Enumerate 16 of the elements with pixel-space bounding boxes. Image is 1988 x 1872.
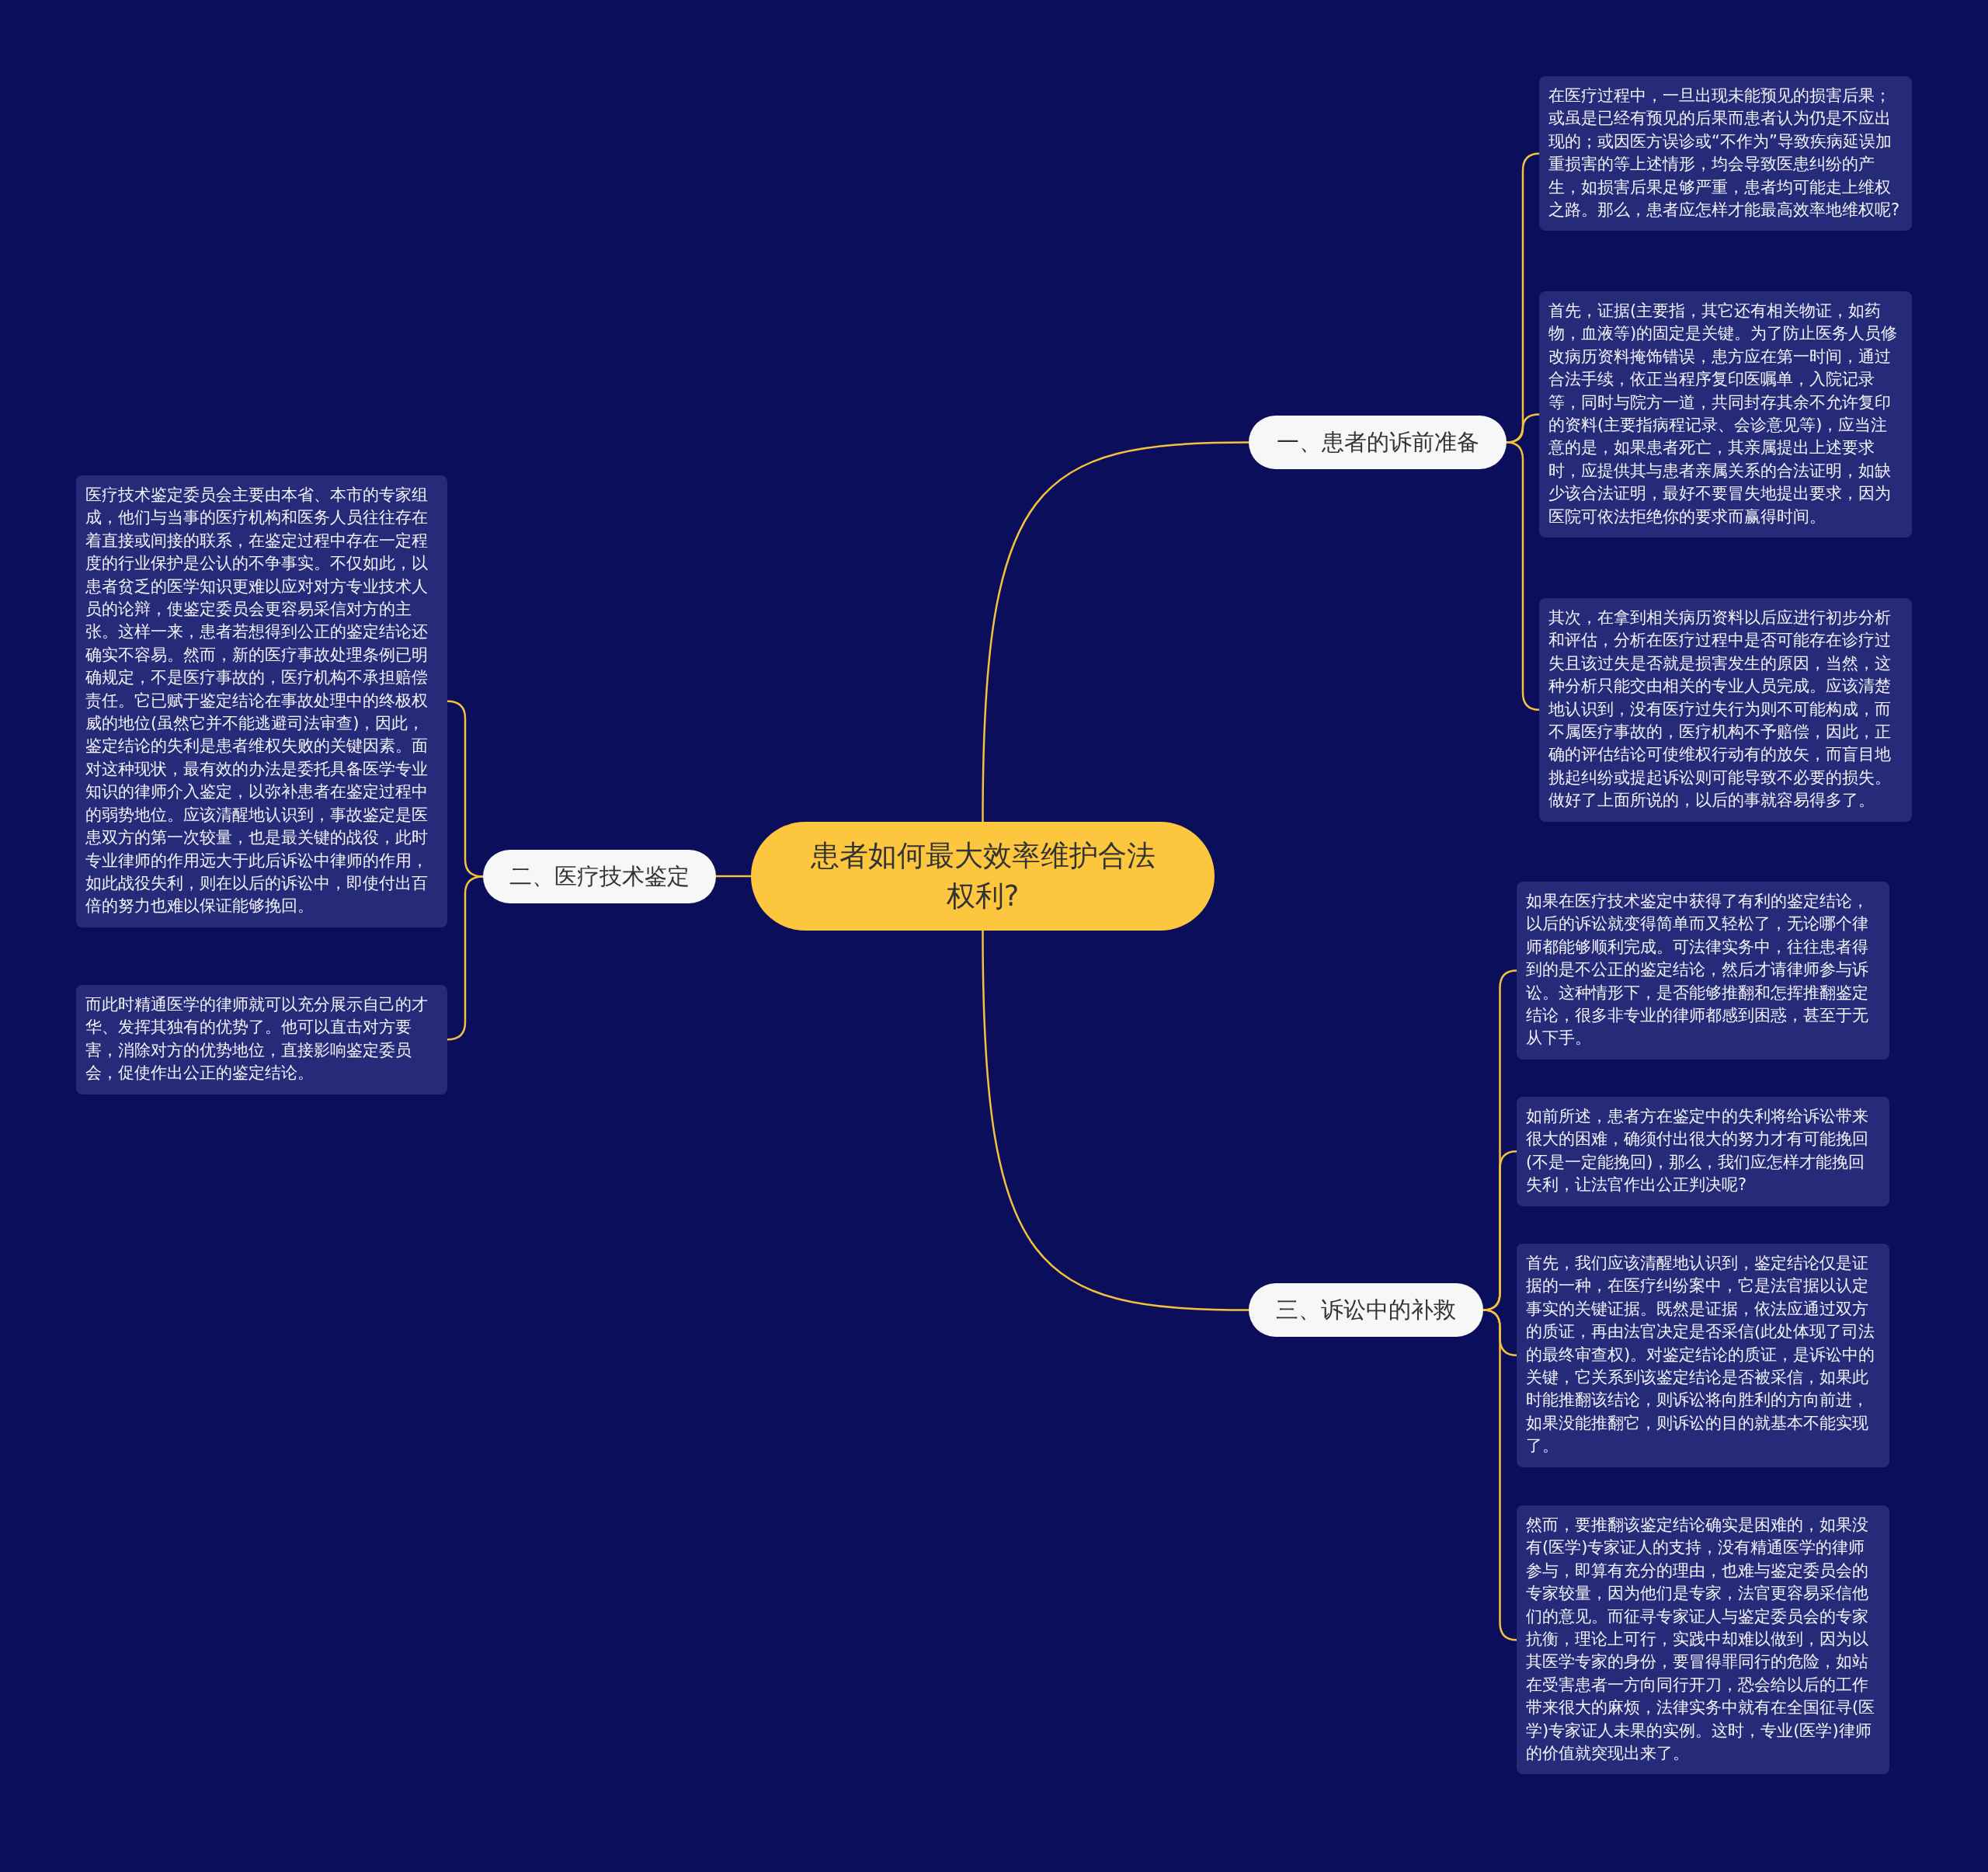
text-card: 在医疗过程中，一旦出现未能预见的损害后果；或虽是已经有预见的后果而患者认为仍是不应出现的；或因医方误诊或“不作为”导致疾病延误加重损害的等上述情形，均会导致医患纠纷的产生，如损害后果足够严重，患者均可能走上维权之路。那么，患者应怎样才能最高效率地维权呢? — [1539, 76, 1912, 231]
branch-pill: 二、医疗技术鉴定 — [483, 850, 716, 903]
text-card: 医疗技术鉴定委员会主要由本省、本市的专家组成，他们与当事的医疗机构和医务人员往往存在着直接或间接的联系，在鉴定过程中存在一定程度的行业保护是公认的不争事实。不仅如此，以患者贫乏的医学知识更难以应对对方专业技术人员的论辩，使鉴定委员会更容易采信对方的主张。这样一来，患者若想得到公正的鉴定结论还确实不容易。然而，新的医疗事故处理条例已明确规定，不是医疗事故的，医疗机构不承担赔偿责任。它已赋于鉴定结论在事故处理中的终极权威的地位(虽然它并不能逃避司法审查)，因此，鉴定结论的失利是患者维权失败的关键因素。面对这种现状，最有效的办法是委托具备医学专业知识的律师介入鉴定，以弥补患者在鉴定过程中的弱势地位。应该清醒地认识到，事故鉴定是医患双方的第一次较量，也是最关键的战役，此时专业律师的作用远大于此后诉讼中律师的作用，如此战役失利，则在以后的诉讼中，即使付出百倍的努力也难以保证能够挽回。 — [76, 475, 447, 927]
text-card: 然而，要推翻该鉴定结论确实是困难的，如果没有(医学)专家证人的支持，没有精通医学的律师参与，即算有充分的理由，也难与鉴定委员会的专家较量，因为他们是专家，法官更容易采信他们的意见。而征寻专家证人与鉴定委员会的专家抗衡，理论上可行，实践中却难以做到，因为以其医学专家的身份，要冒得罪同行的危险，如站在受害患者一方向同行开刀，恐会给以后的工作带来很大的麻烦，法律实务中就有在全国征寻(医学)专家证人未果的实例。这时，专业(医学)律师的价值就突现出来了。 — [1517, 1505, 1889, 1775]
text-card: 首先，我们应该清醒地认识到，鉴定结论仅是证据的一种，在医疗纠纷案中，它是法官据以认定事实的关键证据。既然是证据，依法应通过双方的质证，再由法官决定是否采信(此处体现了司法的最终审查权)。对鉴定结论的质证，是诉讼中的关键，它关系到该鉴定结论是否被采信，如果此时能推翻该结论，则诉讼将向胜利的方向前进，如果没能推翻它，则诉讼的目的就基本不能实现了。 — [1517, 1244, 1889, 1467]
connector — [982, 931, 1249, 1311]
text-card: 如果在医疗技术鉴定中获得了有利的鉴定结论，以后的诉讼就变得简单而又轻松了，无论哪个律师都能够顺利完成。可法律实务中，往往患者得到的是不公正的鉴定结论，然后才请律师参与诉讼。这种情形下，是否能够推翻和怎挥推翻鉴定结论，很多非专业的律师都感到困惑，甚至于无从下手。 — [1517, 882, 1889, 1060]
text-card: 如前所述，患者方在鉴定中的失利将给诉讼带来很大的困难，确须付出很大的努力才有可能挽回(不是一定能挽回)，那么，我们应怎样才能挽回失利，让法官作出公正判决呢? — [1517, 1097, 1889, 1206]
text-card: 而此时精通医学的律师就可以充分展示自己的才华、发挥其独有的优势了。他可以直击对方要害，消除对方的优势地位，直接影响鉴定委员会，促使作出公正的鉴定结论。 — [76, 985, 447, 1094]
text-card: 其次，在拿到相关病历资料以后应进行初步分析和评估，分析在医疗过程中是否可能存在诊疗过失且该过失是否就是损害发生的原因，当然，这种分析只能交由相关的专业人员完成。应该清楚地认识到，没有医疗过失行为则不可能构成，而不属医疗事故的，医疗机构不予赔偿，因此，正确的评估结论可使维权行动有的放矢，而盲目地挑起纠纷或提起诉讼则可能导致不必要的损失。做好了上面所说的，以后的事就容易得多了。 — [1539, 598, 1912, 822]
branch-pill: 一、患者的诉前准备 — [1249, 416, 1507, 469]
connector — [982, 441, 1249, 822]
branch-pill: 三、诉讼中的补救 — [1249, 1283, 1483, 1337]
connector — [716, 875, 751, 878]
text-card: 首先，证据(主要指，其它还有相关物证，如药物，血液等)的固定是关键。为了防止医务人员修改病历资料掩饰错误，患方应在第一时间，通过合法手续，依正当程序复印医嘱单，入院记录等，同时与院方一道，共同封存其余不允许复印的资料(主要指病程记录、会诊意见等)，应当注意的是，如果患者死亡，其亲属提出上述要求时，应提供其与患者亲属关系的合法证明，如缺少该合法证明，最好不要冒失地提出要求，因为医院可依法拒绝你的要求而赢得时间。 — [1539, 291, 1912, 538]
topic-bubble: 患者如何最大效率维护合法权利? — [751, 822, 1215, 931]
